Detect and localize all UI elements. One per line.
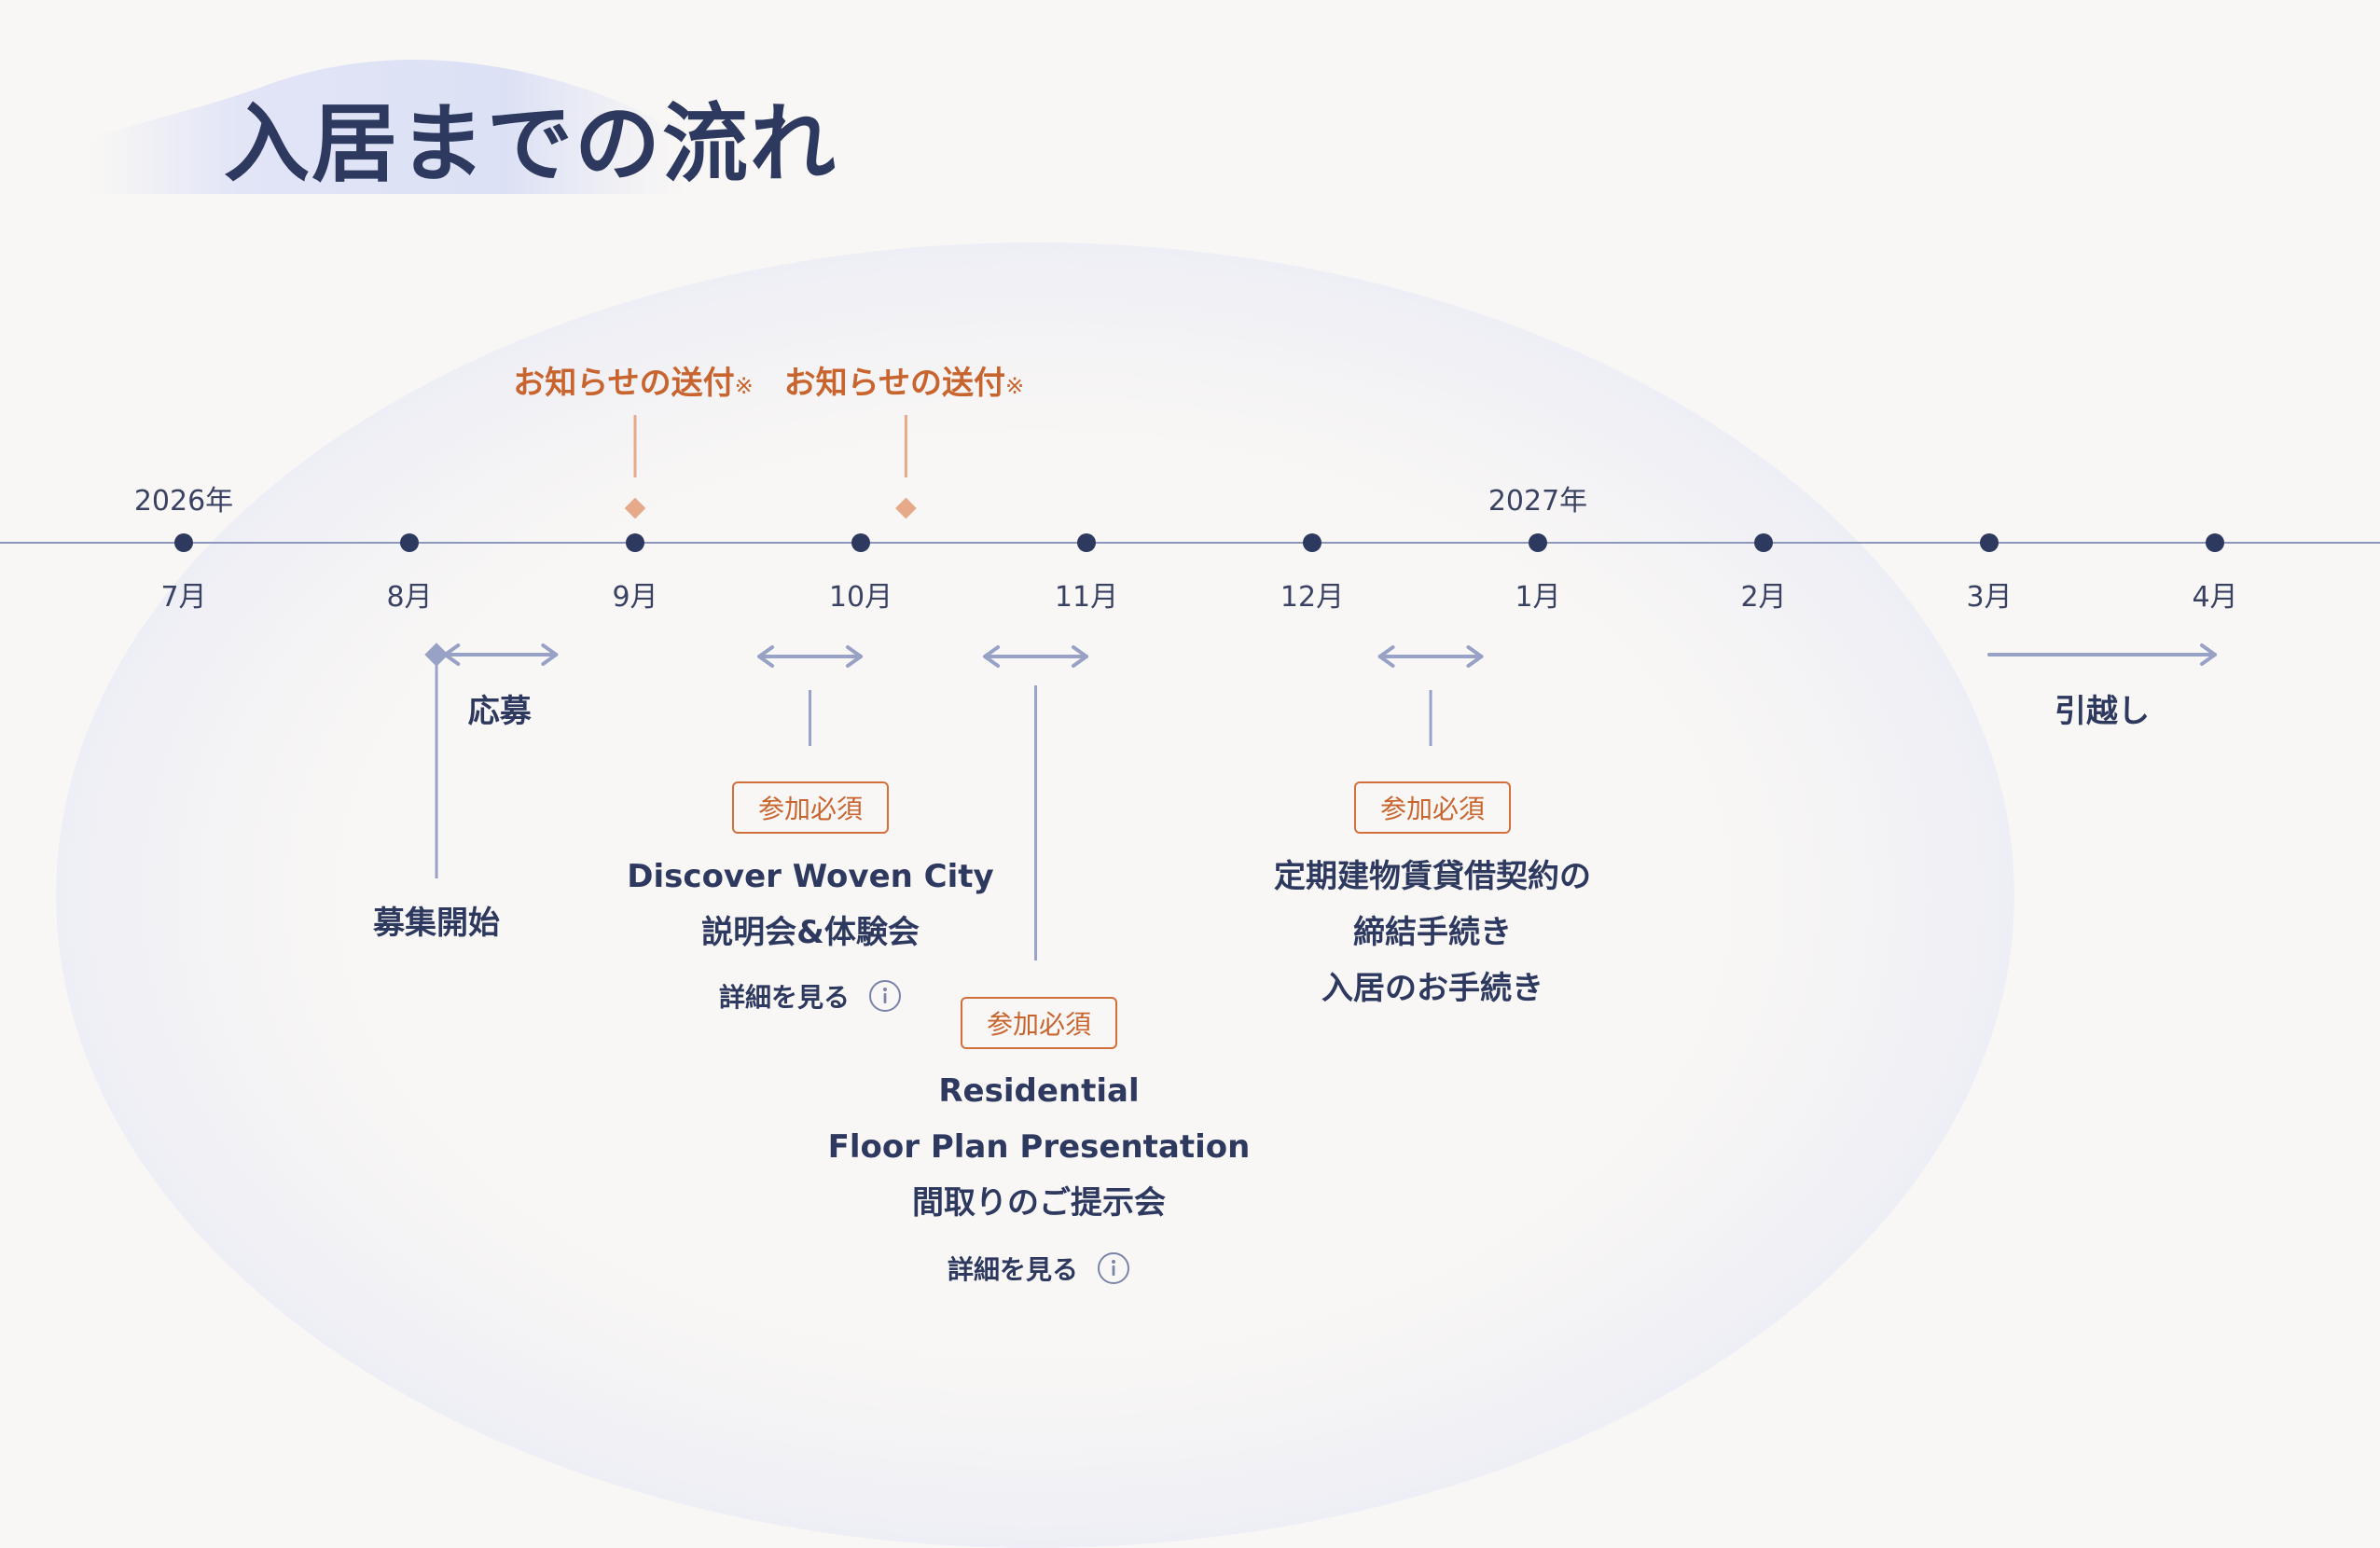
notice-text: お知らせの送付 [513,365,735,402]
month-label: 4月 [2192,581,2238,614]
notice-text: お知らせの送付 [783,365,1005,402]
required-badge-discover: 参加必須 [731,781,890,834]
month-marker-dot [1529,533,1547,552]
info-icon [1098,1252,1130,1284]
month-label: 1月 [1515,581,1561,614]
moving-period-arrow [1987,643,2217,666]
month-marker-dot [626,533,644,552]
event-contract-line-3: 入居のお手続き [1321,970,1543,1007]
floorplan-event-period-arrow [983,645,1088,668]
event-floor-plan-presentation: Residential Floor Plan Presentation 間取りの… [828,1063,1251,1231]
event-discover-line-2: 説明会&体験会 [701,914,920,951]
recruitment-start-diamond [424,643,449,667]
event-discover-line-1: Discover Woven City [627,858,994,895]
month-label: 10月 [828,581,893,614]
notice-diamond-marker [895,497,917,519]
notice-asterisk-mark: ※ [1005,373,1025,399]
month-marker-dot [1980,533,1999,552]
month-markers-group [174,533,2224,552]
month-marker-dot [851,533,870,552]
month-marker-dot [1303,533,1321,552]
event-floorplan-line-2: Floor Plan Presentation [827,1128,1251,1166]
discover-event-period-arrow [757,645,863,668]
event-floorplan-line-3: 間取りのご提示会 [912,1184,1166,1222]
required-badge-floorplan: 参加必須 [960,997,1118,1049]
application-period-label: 応募 [467,693,532,730]
month-marker-dot [174,533,193,552]
info-icon [869,980,902,1012]
discover-details-link[interactable]: 詳細を見る [719,977,902,1015]
month-label: 8月 [386,581,433,614]
notice-label: お知らせの送付※ [784,357,1024,403]
year-label: 2026年 [133,485,234,518]
contract-period-arrow [1377,645,1484,668]
page-title: 入居までの流れ [224,94,838,194]
notice-asterisk-mark: ※ [734,373,754,399]
event-floorplan-line-1: Residential [938,1072,1140,1110]
event-lease-contract: 定期建物賃貸借契約の 締結手続き 入居のお手続き [1274,849,1591,1016]
details-link-label: 詳細を見る [947,1254,1079,1285]
application-period-arrow [443,643,559,666]
month-label: 12月 [1280,581,1345,614]
event-contract-line-2: 締結手続き [1353,914,1512,951]
moving-period-label: 引越し [2055,693,2150,730]
month-marker-dot [2206,533,2224,552]
year-label: 2027年 [1488,485,1588,518]
range-arrows-group [443,643,2217,668]
month-label: 7月 [160,581,207,614]
event-discover-woven-city: Discover Woven City 説明会&体験会 [627,849,993,961]
notice-diamond-marker [624,497,646,519]
timeline-page: 入居までの流れ 7月 8月 9月 10月 11月 12月 1月 2月 3月 4月 2026年 2027… [0,60,2380,1548]
notice-label: お知らせの送付※ [513,357,753,403]
month-label: 3月 [1966,581,2013,614]
month-marker-dot [1077,533,1096,552]
recruitment-start-label: 募集開始 [373,905,501,942]
event-contract-line-1: 定期建物賃貸借契約の [1274,858,1591,895]
month-label: 2月 [1740,581,1787,614]
month-marker-dot [1754,533,1773,552]
connector-lines-group [424,415,1432,961]
month-marker-dot [400,533,419,552]
timeline-diagram [0,415,2380,961]
month-label: 11月 [1054,581,1119,614]
details-link-label: 詳細を見る [718,982,851,1013]
floorplan-details-link[interactable]: 詳細を見る [948,1250,1130,1287]
month-label: 9月 [612,581,658,614]
required-badge-contract: 参加必須 [1353,781,1512,834]
